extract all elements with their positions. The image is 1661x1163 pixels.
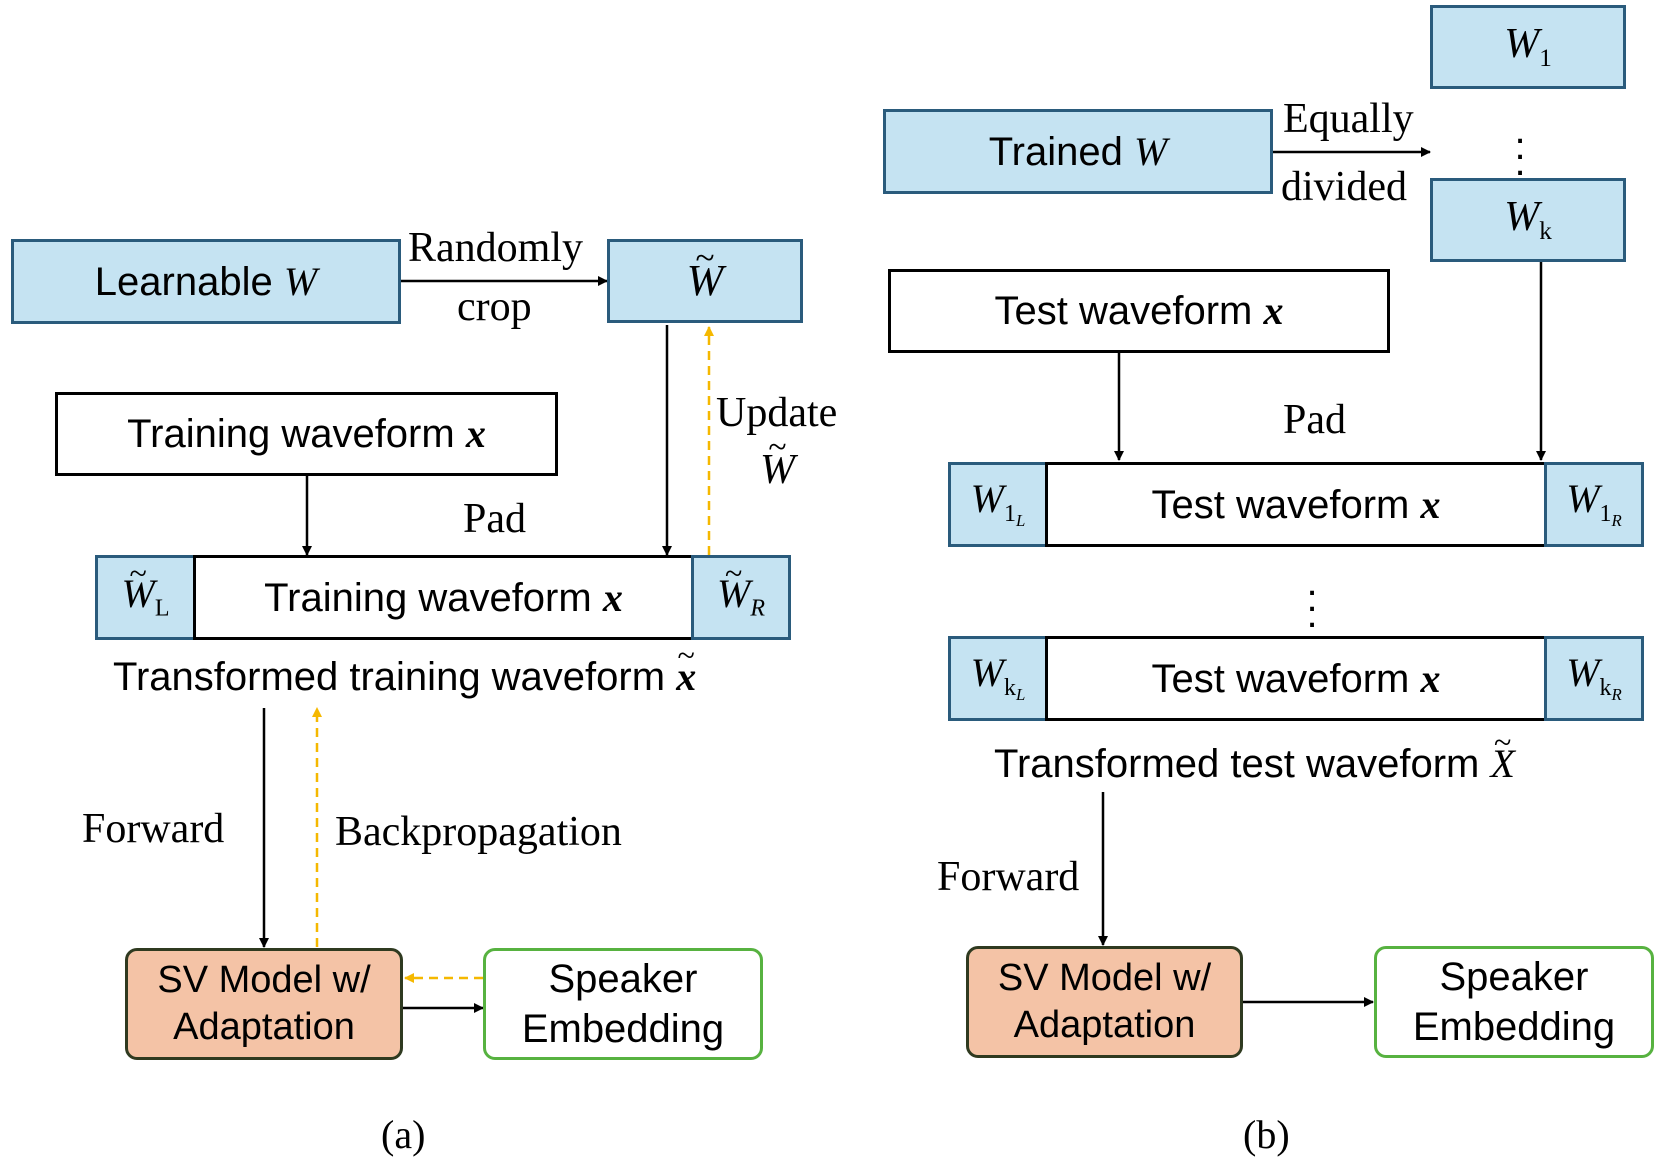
test-waveform-box: Test waveform x — [888, 269, 1390, 353]
pad-right-symbol-b1: W1R — [1566, 476, 1622, 530]
trained-w-symbol: W — [1133, 128, 1168, 174]
sv-model-box-b: SV Model w/ Adaptation — [966, 946, 1243, 1058]
training-waveform-label: Training waveform — [127, 412, 455, 456]
pad-left-box-a: WL — [95, 555, 196, 640]
speaker-embedding-line1: Speaker — [548, 957, 698, 1001]
test-waveform-padded-label-k: Test waveform — [1151, 656, 1410, 701]
trained-label: Trained — [988, 129, 1123, 174]
speaker-embedding-line1-b: Speaker — [1439, 955, 1589, 999]
w-stack-dots: ... — [1514, 108, 1526, 184]
test-x-symbol-k: x — [1420, 655, 1441, 701]
sv-model-line2-b: Adaptation — [1013, 1004, 1196, 1046]
test-waveform-padded-label-1: Test waveform — [1151, 482, 1410, 527]
test-x-symbol: x — [1263, 288, 1284, 333]
speaker-embedding-box-a: Speaker Embedding — [483, 948, 763, 1060]
test-waveform-padded-1: Test waveform x — [1045, 462, 1547, 547]
speaker-embedding-box-b: Speaker Embedding — [1374, 946, 1654, 1058]
crop-label: crop — [457, 284, 532, 330]
cropped-w-box: W — [607, 239, 803, 323]
pad-left-box-bk: WkL — [948, 636, 1048, 721]
update-label: Update — [716, 390, 838, 436]
w1-symbol: W1 — [1504, 20, 1552, 72]
test-x-symbol-1: x — [1420, 481, 1441, 527]
pad-right-box-bk: WkR — [1544, 636, 1644, 721]
training-waveform-box: Training waveform x — [55, 392, 558, 476]
forward-label-b: Forward — [937, 854, 1080, 900]
pad-right-symbol-a: WR — [717, 574, 765, 621]
equally-label: Equally — [1283, 96, 1414, 142]
pad-right-box-a: WR — [691, 555, 791, 640]
wk-box: Wk — [1430, 178, 1626, 262]
learnable-w-symbol: W — [283, 258, 318, 304]
pad-label-a: Pad — [463, 496, 526, 542]
caption-b: (b) — [1243, 1112, 1290, 1157]
update-w-symbol: W — [760, 449, 795, 491]
x-symbol: x — [465, 411, 486, 456]
update-w-symbol-wrap: W — [760, 448, 795, 491]
trained-w-box: Trained W — [883, 109, 1273, 194]
pad-label-b: Pad — [1283, 397, 1346, 443]
wk-symbol: Wk — [1504, 193, 1552, 245]
pad-right-symbol-bk: WkR — [1566, 650, 1622, 704]
pad-left-symbol-a: WL — [122, 574, 170, 621]
test-waveform-padded-k: Test waveform x — [1045, 636, 1547, 721]
forward-label-a: Forward — [82, 806, 225, 852]
cropped-w-symbol: W — [687, 259, 724, 303]
pad-left-box-b1: W1L — [948, 462, 1048, 547]
transformed-training-label: Transformed training waveform x — [113, 657, 696, 698]
sv-model-line2: Adaptation — [173, 1006, 355, 1048]
test-waveform-label: Test waveform — [994, 289, 1253, 333]
learnable-w-box: Learnable W — [11, 239, 401, 324]
pad-left-symbol-b1: W1L — [970, 476, 1026, 530]
speaker-embedding-line2-b: Embedding — [1412, 1005, 1616, 1049]
sv-model-line1: SV Model w/ — [157, 958, 371, 1001]
pad-left-symbol-bk: WkL — [970, 650, 1026, 704]
training-waveform-padded-label: Training waveform — [264, 575, 592, 620]
transformed-test-label: Transformed test waveform X — [994, 744, 1515, 785]
padded-rows-dots: ... — [1306, 560, 1318, 636]
w1-box: W1 — [1430, 5, 1626, 89]
sv-model-line1-b: SV Model w/ — [997, 956, 1212, 999]
caption-a: (a) — [381, 1112, 426, 1157]
sv-model-box-a: SV Model w/ Adaptation — [125, 948, 403, 1060]
randomly-label: Randomly — [408, 225, 583, 271]
training-waveform-padded: Training waveform x — [193, 555, 694, 640]
divided-label: divided — [1281, 164, 1407, 210]
pad-right-box-b1: W1R — [1544, 462, 1644, 547]
speaker-embedding-line2: Embedding — [521, 1007, 725, 1051]
backpropagation-label: Backpropagation — [335, 809, 622, 855]
x-symbol-padded: x — [602, 574, 623, 620]
learnable-label: Learnable — [94, 259, 273, 304]
